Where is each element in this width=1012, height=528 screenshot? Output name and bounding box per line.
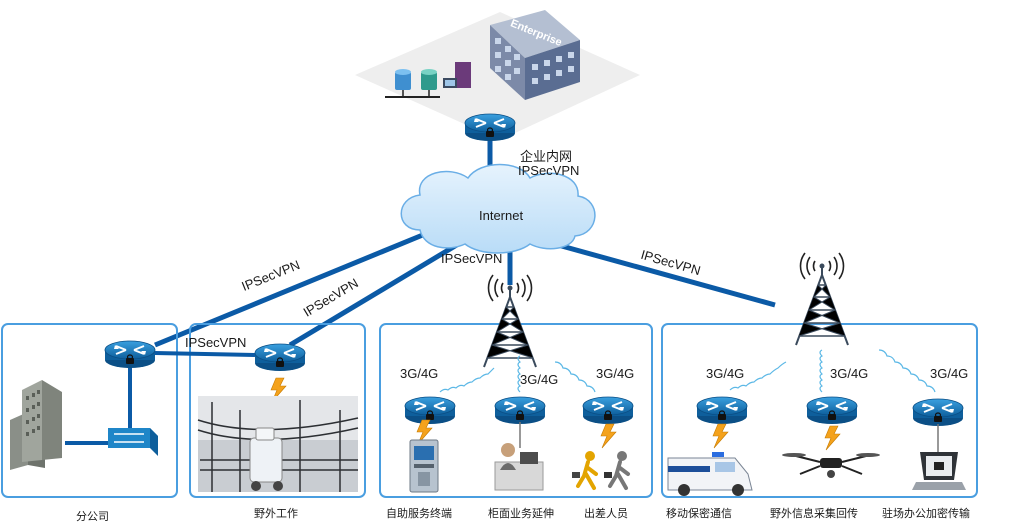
field-caption: 野外工作 — [254, 507, 298, 520]
mobile-lightning-icon-2 — [600, 423, 617, 449]
field-vpn-link — [288, 237, 467, 348]
hq-core-router — [464, 113, 516, 142]
secure-cell-tower — [795, 252, 849, 346]
internet-cloud — [400, 163, 596, 254]
secure-caption-3: 驻场办公加密传输 — [882, 507, 970, 520]
secure-router-3 — [912, 398, 964, 427]
branch-caption: 分公司 — [76, 510, 109, 523]
secure-net-label-2: 3G/4G — [830, 366, 869, 381]
secure-caption-1: 移动保密通信 — [666, 507, 732, 520]
enterprise-building: Enterprise — [490, 10, 580, 100]
branch-router — [104, 340, 156, 369]
hq-site: Enterprise — [355, 10, 640, 140]
secure-panel — [661, 323, 978, 498]
field-substation-photo — [197, 396, 359, 492]
internet-label: Internet — [479, 208, 524, 223]
mobile-cell-tower — [483, 274, 537, 368]
secure-vpn-link — [539, 237, 776, 308]
laptop-icon — [912, 452, 966, 490]
branch-vpn-link — [154, 229, 431, 348]
branch-field-vpn-label: IPSecVPN — [185, 335, 247, 350]
secure-net-label-3: 3G/4G — [930, 366, 969, 381]
kiosk-icon — [409, 439, 439, 493]
branch-building — [10, 380, 62, 470]
branch-field-link — [154, 351, 256, 357]
secure-wireless-links — [729, 349, 936, 393]
mobile-net-label-2: 3G/4G — [520, 372, 559, 387]
secure-lightning-icon-2 — [824, 425, 841, 451]
branch-panel — [1, 323, 178, 498]
mobile-net-label-1: 3G/4G — [400, 366, 439, 381]
secure-net-label-1: 3G/4G — [706, 366, 745, 381]
drone-icon — [782, 453, 880, 478]
tower-vpn-label: IPSecVPN — [441, 251, 503, 266]
branch-switch — [108, 428, 158, 456]
mobile-router-3 — [582, 396, 634, 425]
mobile-net-label-3: 3G/4G — [596, 366, 635, 381]
secure-lightning-icon-1 — [712, 423, 729, 449]
field-panel — [189, 323, 366, 498]
mobile-router-2 — [494, 396, 546, 425]
mobile-wireless-links — [439, 355, 596, 393]
secure-router-1 — [696, 396, 748, 425]
server-group — [385, 62, 471, 98]
mobile-caption-1: 自助服务终端 — [386, 507, 452, 520]
hq-intranet-label: 企业内网 — [520, 150, 573, 165]
mobile-caption-3: 出差人员 — [584, 507, 628, 520]
secure-router-2 — [806, 396, 858, 425]
counter-staff-icon — [494, 443, 544, 491]
mobile-caption-2: 柜面业务延伸 — [488, 507, 554, 520]
travelers-icon — [572, 451, 630, 490]
hq-vpn-label: IPSecVPN — [518, 163, 580, 178]
field-router — [254, 343, 306, 372]
police-van-icon — [667, 452, 753, 496]
secure-caption-2: 野外信息采集回传 — [770, 507, 858, 520]
